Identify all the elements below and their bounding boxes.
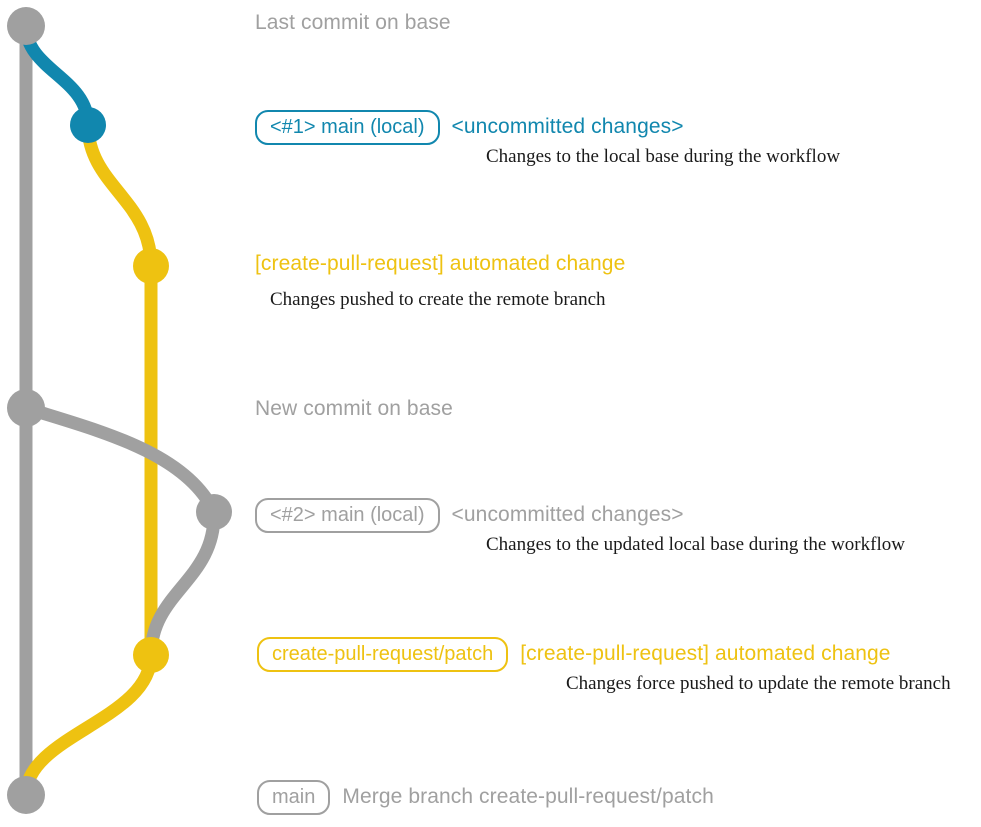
ref-pill-main-local-1[interactable]: <#1> main (local) (255, 110, 440, 145)
commit-node-remote-1[interactable] (133, 248, 169, 284)
commit-subject-remote-1: [create-pull-request] automated change (255, 252, 626, 275)
note-remote-commit-2: Changes force pushed to update the remot… (566, 673, 951, 694)
heading-last-commit-on-base: Last commit on base (255, 11, 451, 34)
heading-new-commit-on-base: New commit on base (255, 397, 453, 420)
commit-node-base-new[interactable] (7, 389, 45, 427)
row-remote-commit-2: create-pull-request/patch [create-pull-r… (257, 637, 891, 672)
commit-node-merge[interactable] (7, 776, 45, 814)
row-merge-commit: main Merge branch create-pull-request/pa… (257, 780, 714, 815)
note-remote-commit-1: Changes pushed to create the remote bran… (270, 289, 606, 310)
row-new-commit-on-base: New commit on base (255, 397, 453, 421)
commit-subject-local-2: <uncommitted changes> (451, 503, 684, 526)
note-local-commit-2: Changes to the updated local base during… (486, 534, 905, 555)
commit-node-base-head[interactable] (7, 7, 45, 45)
row-local-commit-1: <#1> main (local) <uncommitted changes> (255, 110, 684, 145)
edge-local2-to-remote2 (144, 505, 221, 662)
commit-node-local-1[interactable] (70, 107, 106, 143)
row-remote-commit-1: [create-pull-request] automated change (255, 252, 625, 276)
ref-pill-main[interactable]: main (257, 780, 331, 815)
edge-remote2-to-merge (19, 648, 158, 802)
edge-local1-to-remote1 (81, 118, 158, 273)
commit-node-local-2[interactable] (196, 494, 232, 530)
commit-subject-local-1: <uncommitted changes> (451, 115, 684, 138)
edge-basenew-to-local2 (19, 401, 221, 519)
note-local-commit-1: Changes to the local base during the wor… (486, 146, 841, 167)
commit-subject-remote-2: [create-pull-request] automated change (520, 642, 891, 665)
row-local-commit-2: <#2> main (local) <uncommitted changes> (255, 498, 684, 533)
commit-node-remote-2[interactable] (133, 637, 169, 673)
ref-pill-create-pull-request-patch[interactable]: create-pull-request/patch (257, 637, 509, 672)
row-last-commit-on-base: Last commit on base (255, 11, 451, 35)
ref-pill-main-local-2[interactable]: <#2> main (local) (255, 498, 440, 533)
commit-subject-merge: Merge branch create-pull-request/patch (342, 785, 714, 808)
